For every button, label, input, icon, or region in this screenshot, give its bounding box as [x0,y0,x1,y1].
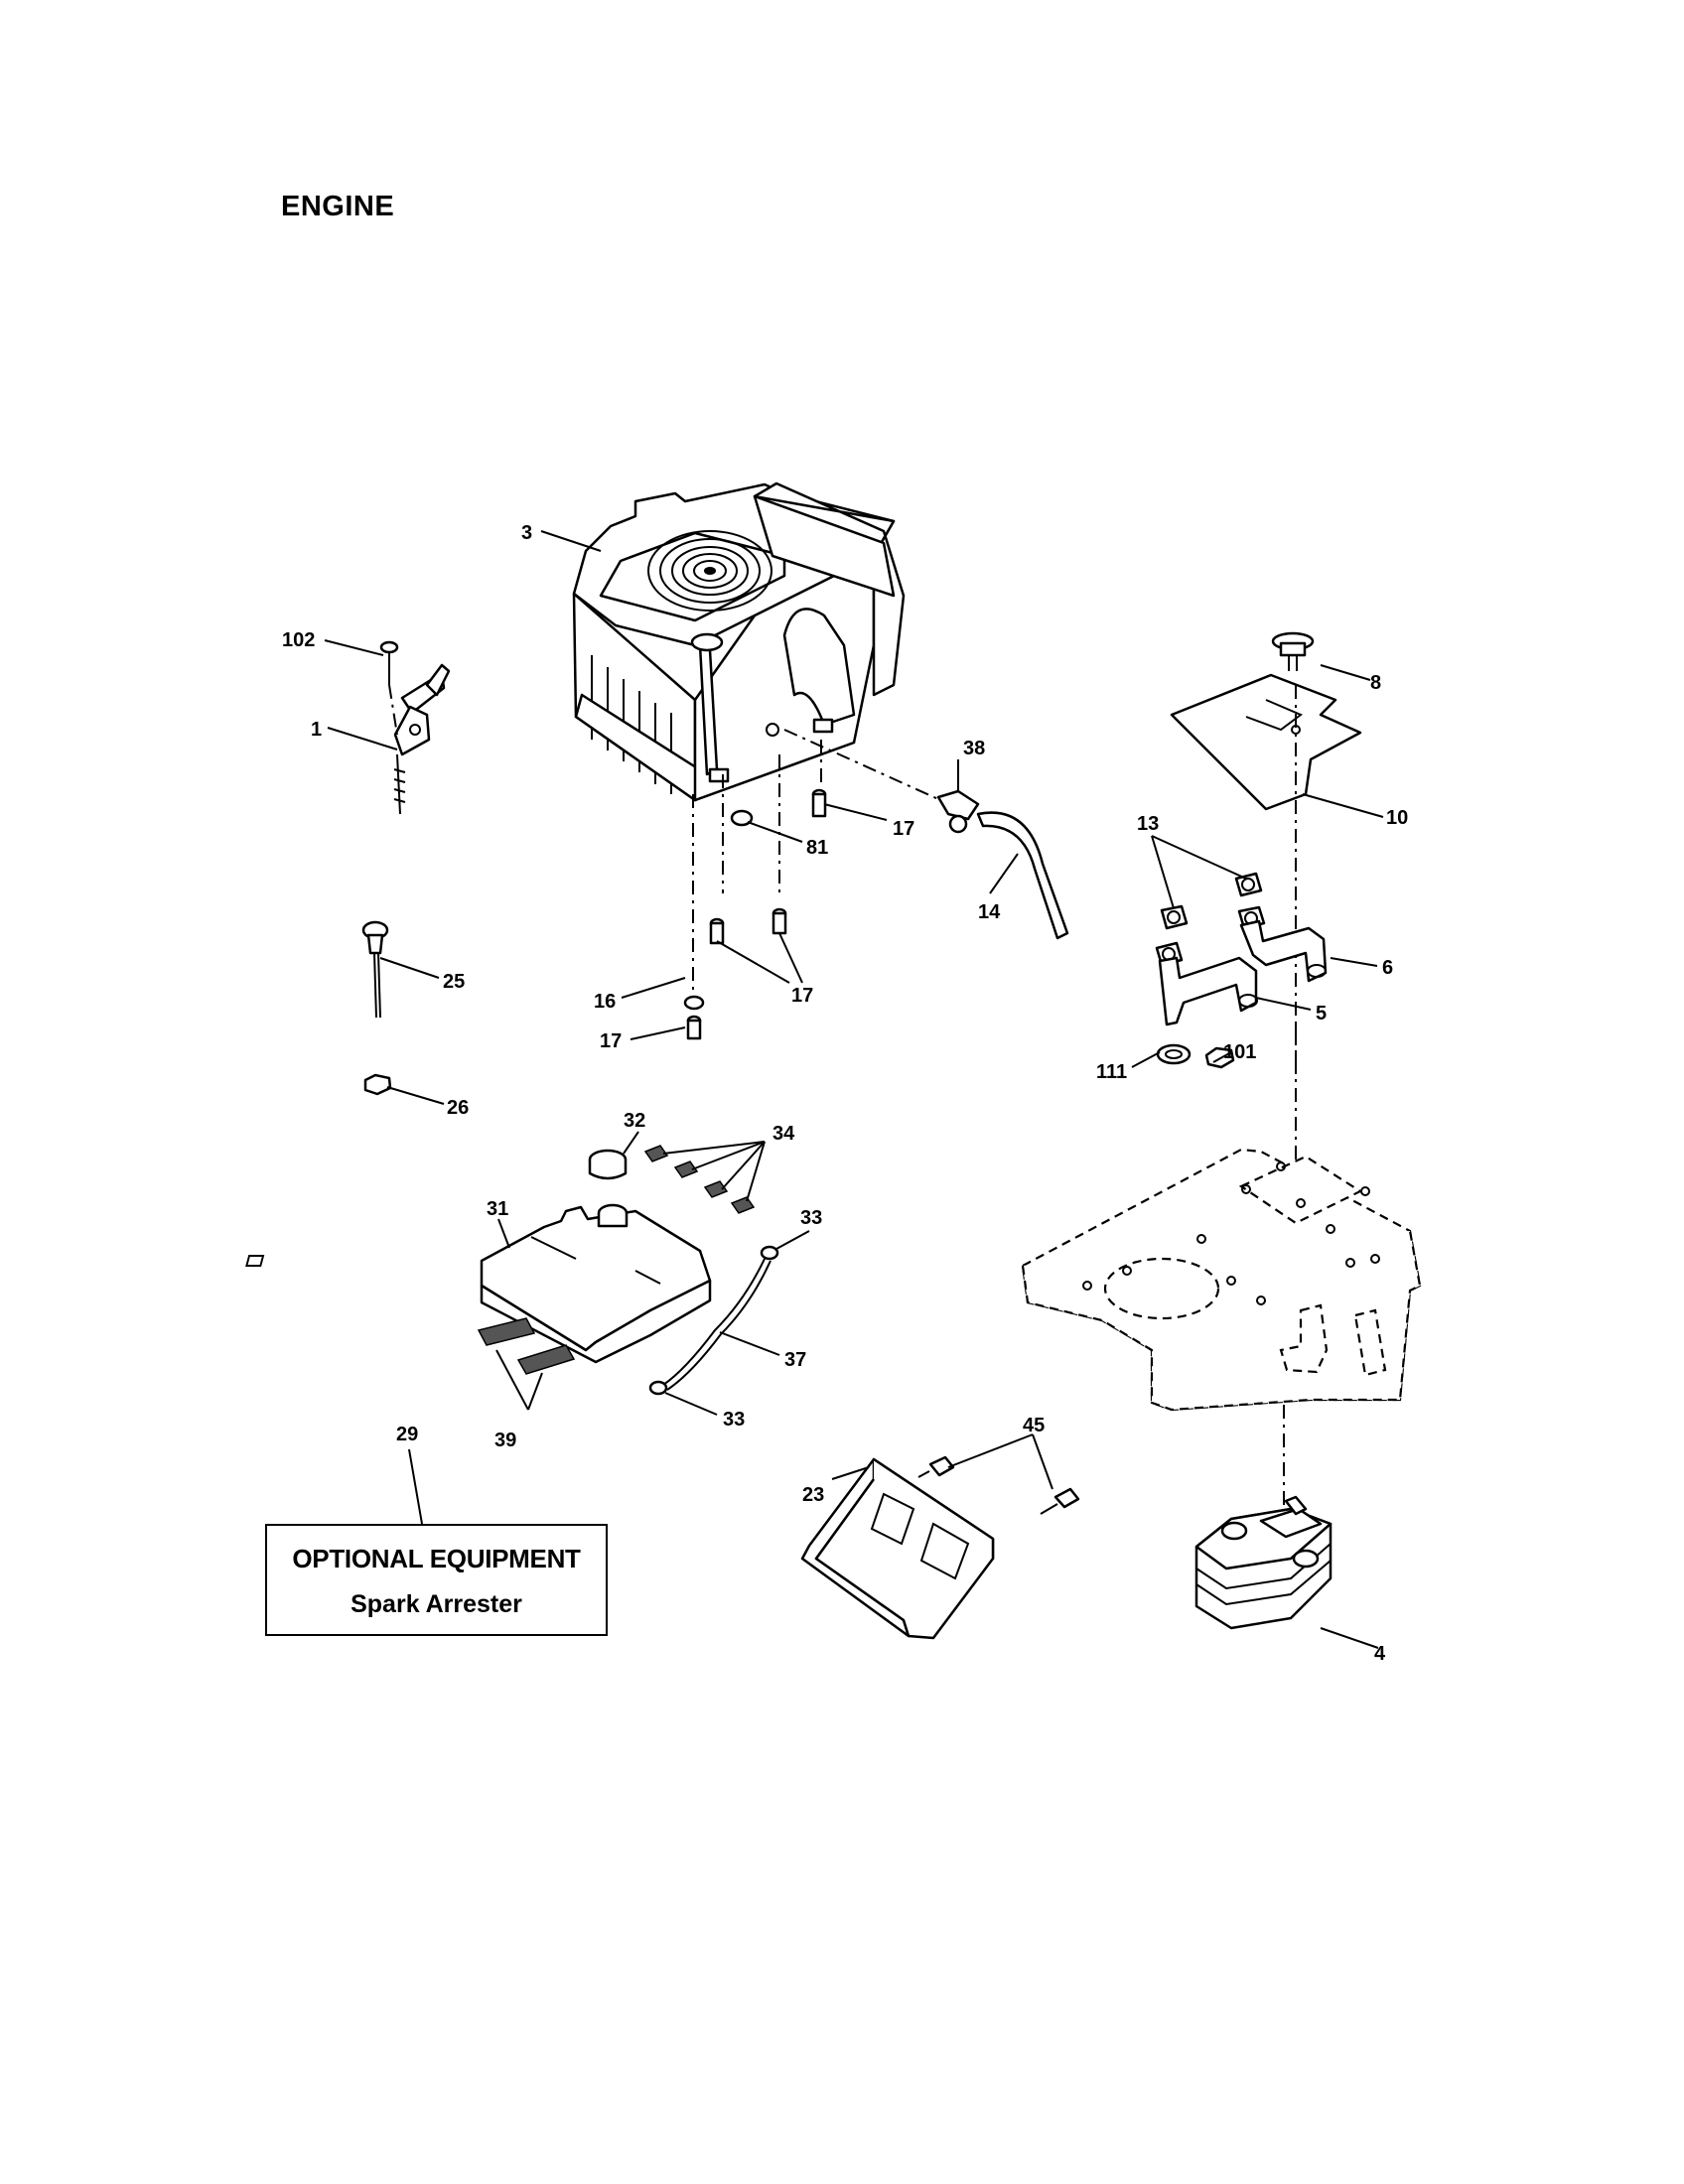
callout-8: 8 [1370,672,1381,694]
callout-25: 25 [443,971,465,993]
callout-102: 102 [282,629,315,651]
callout-111: 111 [1096,1061,1127,1083]
callout-16: 16 [594,991,616,1013]
optional-equipment-heading: OPTIONAL EQUIPMENT [292,1544,581,1573]
callout-81: 81 [806,837,828,859]
throttle-control [379,640,451,815]
exhaust-pipes [1155,872,1328,1082]
callout-10: 10 [1386,807,1408,829]
fuel-line [783,729,1069,940]
callout-29: 29 [396,1424,418,1445]
optional-equipment-box: OPTIONAL EQUIPMENT Spark Arrester [265,1524,608,1636]
callout-23: 23 [802,1484,824,1506]
callout-33-top: 33 [800,1207,822,1229]
callout-1: 1 [311,719,322,741]
callout-32: 32 [624,1110,645,1132]
callout-34: 34 [772,1123,795,1145]
mount-hardware [683,740,827,1040]
callout-33-bottom: 33 [723,1409,745,1431]
leader-lines [324,530,1384,1649]
breather-hose [648,1245,779,1396]
muffler [1194,1405,1333,1630]
dipstick [361,920,392,1096]
callout-38: 38 [963,738,985,759]
callout-17-bottom: 17 [600,1030,622,1052]
callout-26: 26 [447,1097,469,1119]
muffler-guard [800,1455,1080,1640]
callout-4: 4 [1374,1643,1386,1665]
callout-17-mid: 17 [791,985,813,1007]
chassis-plate [1021,1148,1422,1412]
callout-17-top: 17 [893,818,914,840]
callout-13: 13 [1137,813,1159,835]
engine-assembly [572,481,906,802]
heat-shield [1170,631,1362,1191]
optional-equipment-item: Spark Arrester [351,1590,522,1618]
callout-3: 3 [521,522,532,544]
callout-labels: 3 102 1 8 10 38 17 81 14 13 6 5 25 16 17… [282,522,1408,1665]
callout-31: 31 [487,1198,508,1220]
air-filter-assembly [245,1145,756,1375]
callout-101: 101 [1223,1041,1256,1063]
callout-37: 37 [784,1349,806,1371]
callout-5: 5 [1316,1003,1327,1024]
callout-14: 14 [978,901,1001,923]
page-title: ENGINE [281,191,395,222]
callout-6: 6 [1382,957,1393,979]
callout-45: 45 [1023,1415,1045,1436]
callout-39: 39 [494,1430,516,1451]
